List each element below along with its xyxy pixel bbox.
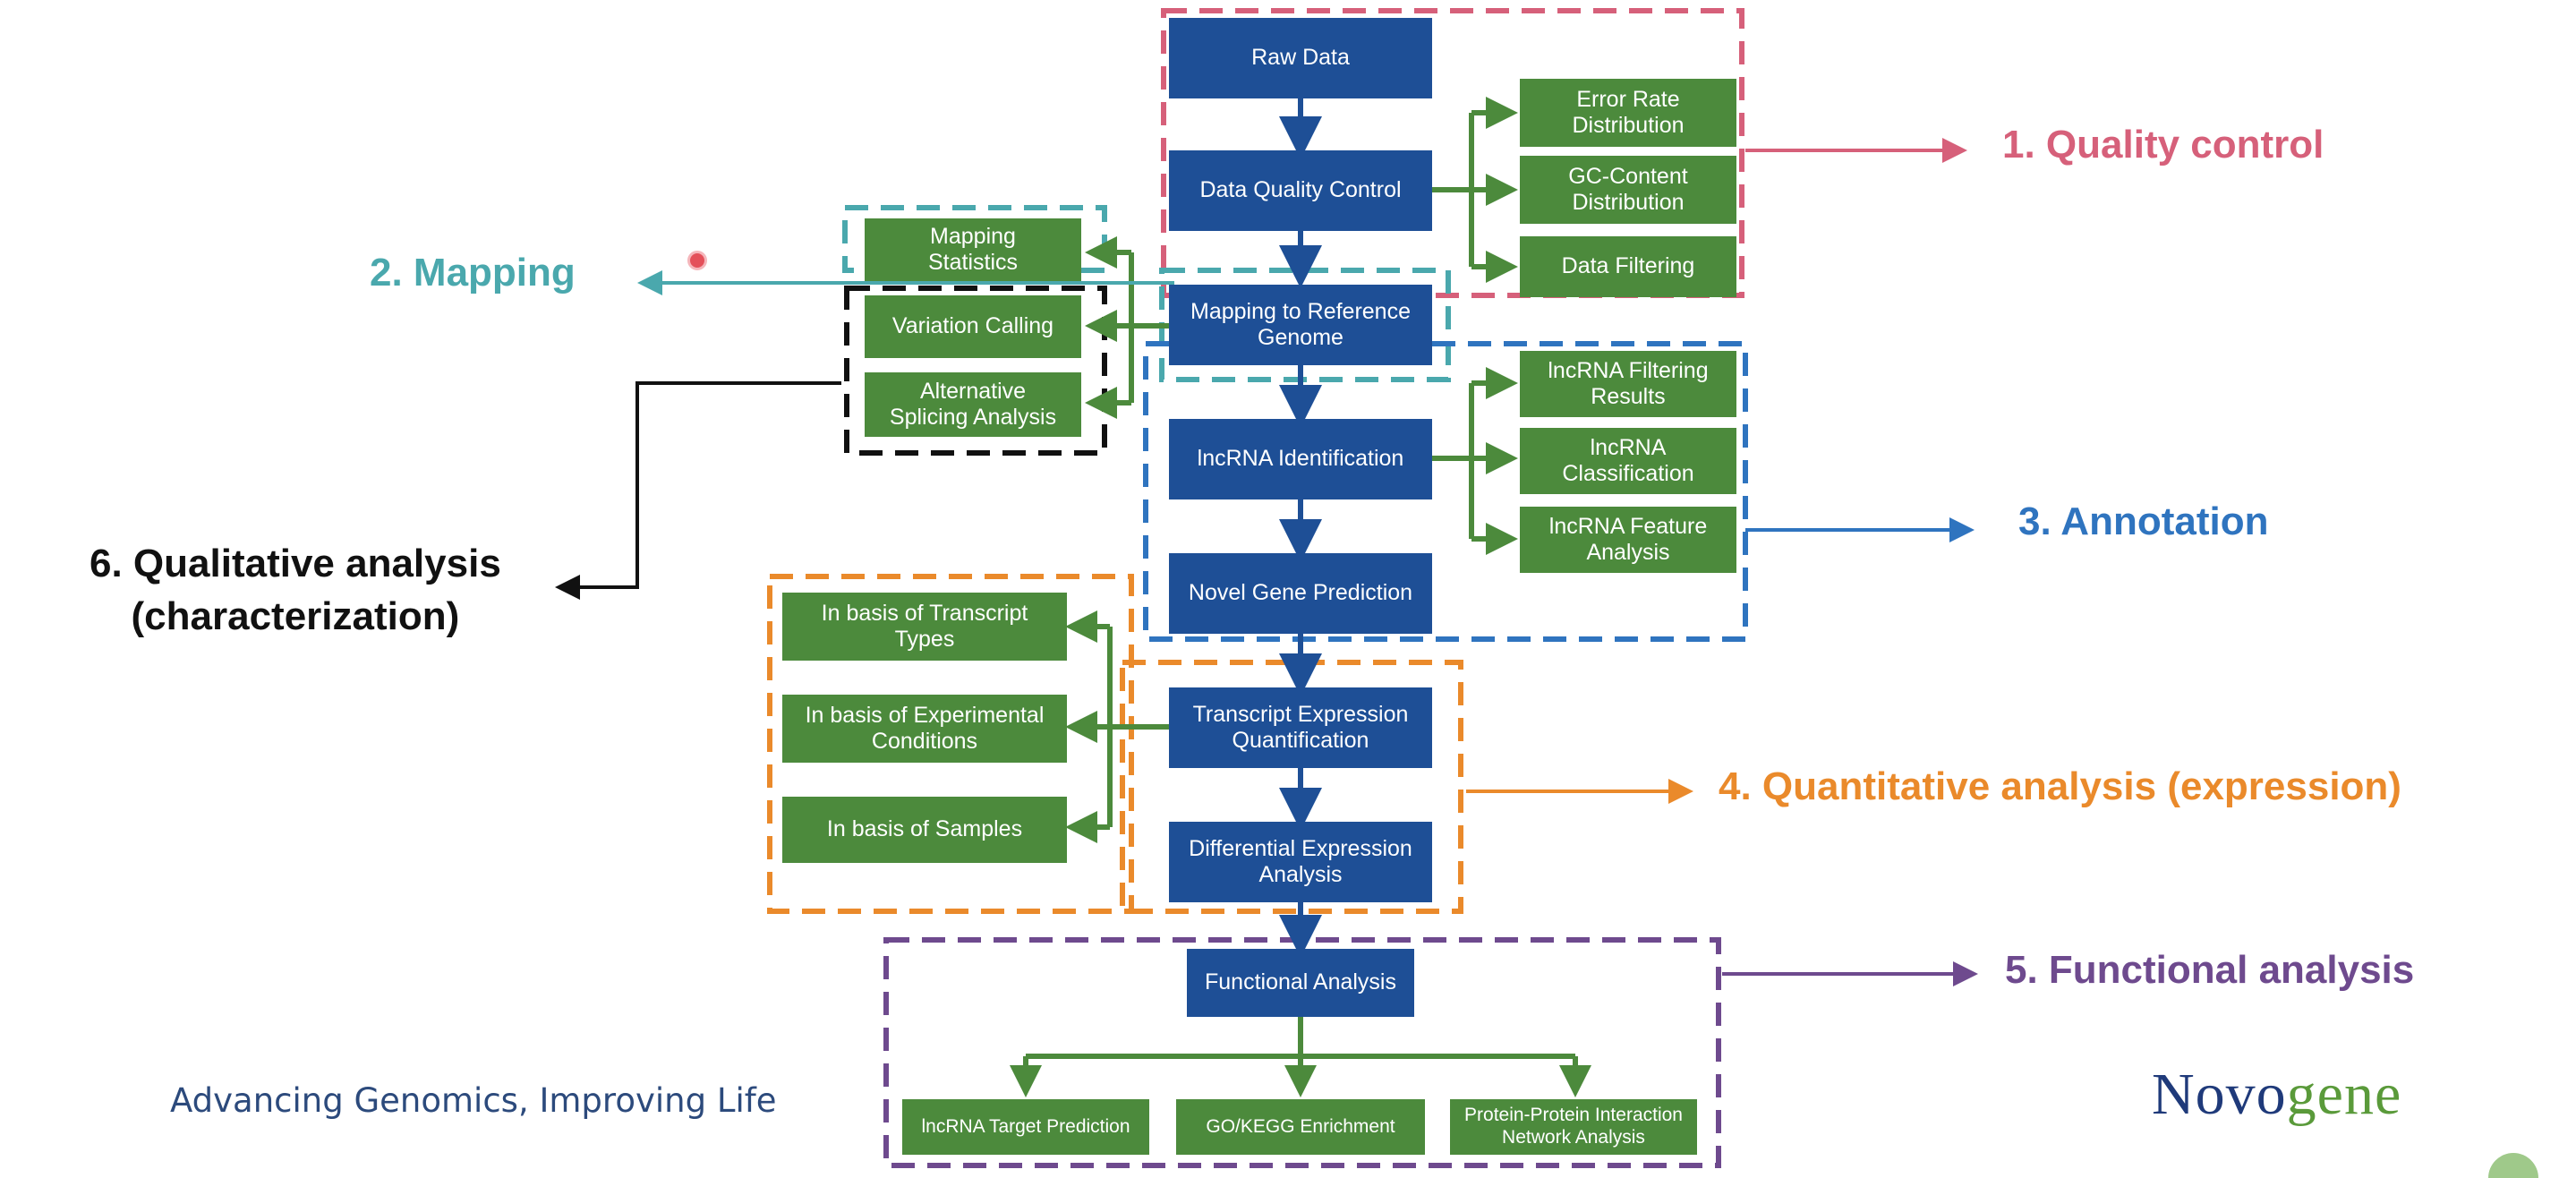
quantitative-branch-connector: [1065, 610, 1169, 843]
node-data-quality-control: Data Quality Control: [1169, 150, 1432, 231]
functional-branch-connector: [1010, 1017, 1591, 1097]
node-lncrna-classification: lncRNA Classification: [1520, 428, 1736, 494]
stage-label-quantitative: 4. Quantitative analysis (expression): [1719, 764, 2401, 808]
node-error-rate-distribution: Error Rate Distribution: [1520, 79, 1736, 147]
footer-tagline: Advancing Genomics, Improving Life: [170, 1081, 777, 1120]
node-variation-calling: Variation Calling: [865, 295, 1081, 358]
node-ppi-network-analysis: Protein-Protein Interaction Network Anal…: [1450, 1099, 1697, 1155]
node-gc-content-distribution: GC-Content Distribution: [1520, 156, 1736, 224]
node-alternative-splicing-analysis: Alternative Splicing Analysis: [865, 372, 1081, 437]
node-data-filtering: Data Filtering: [1520, 236, 1736, 297]
node-novel-gene-prediction: Novel Gene Prediction: [1169, 553, 1432, 634]
quality-control-region: [1161, 8, 1744, 298]
node-lncrna-feature-analysis: lncRNA Feature Analysis: [1520, 507, 1736, 573]
annotation-region: [1143, 341, 1748, 642]
node-lncrna-target-prediction: lncRNA Target Prediction: [902, 1099, 1149, 1155]
novogene-logo: Novogene: [2152, 1061, 2401, 1129]
stage-label-functional: 5. Functional analysis: [2005, 948, 2415, 992]
node-differential-expression-analysis: Differential Expression Analysis: [1169, 822, 1432, 902]
node-experimental-conditions: In basis of Experimental Conditions: [782, 695, 1067, 763]
node-transcript-types: In basis of Transcript Types: [782, 593, 1067, 661]
stage-label-quality-control: 1. Quality control: [2002, 123, 2324, 166]
quantitative-left-region: [767, 574, 1134, 914]
logo-text-part2: gene: [2286, 1062, 2402, 1127]
node-mapping-statistics: Mapping Statistics: [865, 218, 1081, 281]
stage-label-annotation: 3. Annotation: [2018, 499, 2269, 543]
node-functional-analysis: Functional Analysis: [1187, 949, 1414, 1017]
qc-branch-connector: [1432, 97, 1518, 283]
cursor-indicator-icon: [687, 251, 707, 270]
node-mapping-to-reference-genome: Mapping to Reference Genome: [1169, 285, 1432, 365]
node-samples: In basis of Samples: [782, 797, 1067, 863]
annotation-branch-connector: [1432, 367, 1518, 555]
node-lncrna-filtering-results: lncRNA Filtering Results: [1520, 351, 1736, 417]
qualitative-pointer: [555, 381, 841, 600]
mapping-branch-connector: [1085, 236, 1169, 419]
node-lncrna-identification: lncRNA Identification: [1169, 419, 1432, 499]
node-raw-data: Raw Data: [1169, 18, 1432, 98]
node-transcript-expression-quantification: Transcript Expression Quantification: [1169, 687, 1432, 768]
quantitative-right-region: [1120, 660, 1463, 914]
stage-label-mapping: 2. Mapping: [370, 251, 576, 294]
stage-label-qualitative: 6. Qualitative analysis (characterizatio…: [90, 542, 501, 639]
logo-text-part1: Novo: [2152, 1062, 2287, 1127]
qualitative-region: [844, 286, 1107, 456]
node-go-kegg-enrichment: GO/KEGG Enrichment: [1176, 1099, 1425, 1155]
